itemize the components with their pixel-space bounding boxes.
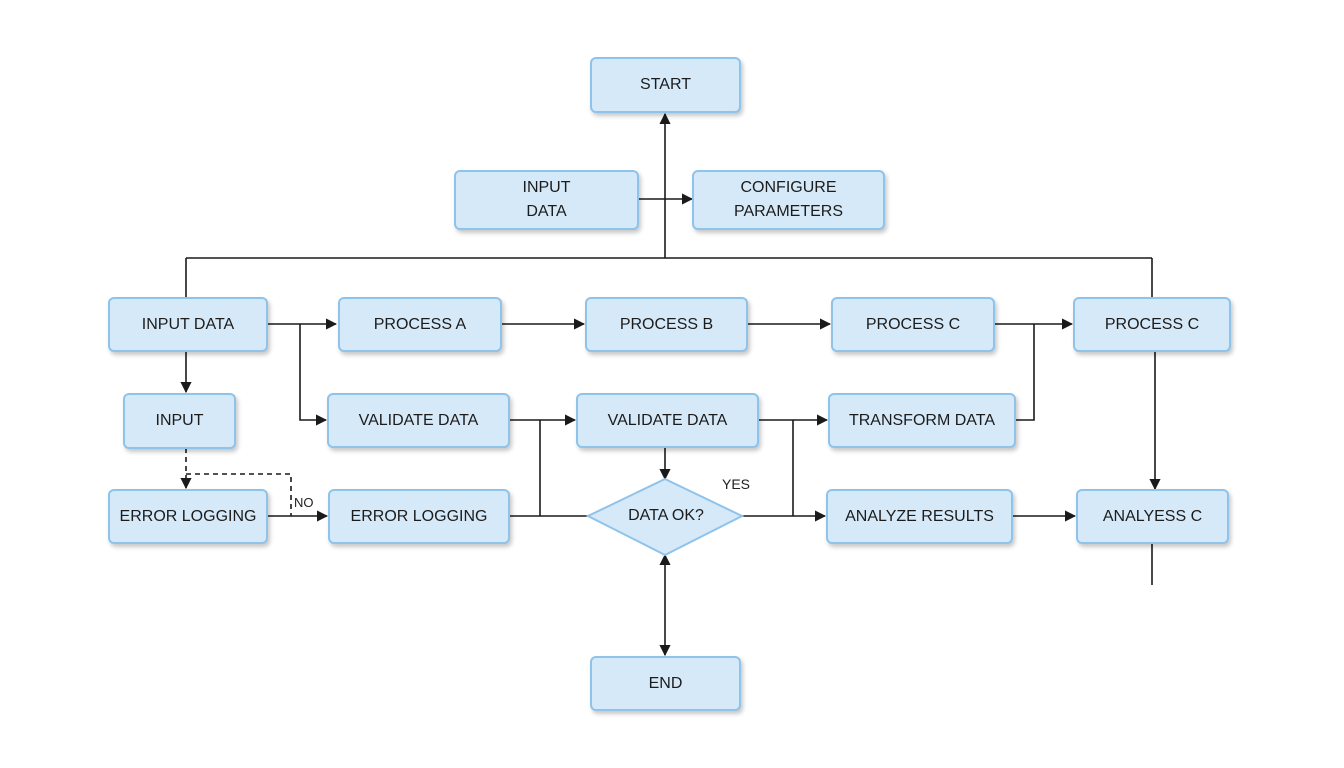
edge-label-no: NO — [294, 495, 314, 510]
node-error-logging-2: ERROR LOGGING — [328, 489, 510, 544]
edge-transform-to-process-c — [1016, 324, 1035, 421]
node-input-data-top: INPUT DATA — [454, 170, 639, 230]
edge-label-yes: YES — [722, 476, 751, 492]
node-process-a: PROCESS A — [338, 297, 502, 352]
node-process-c-2: PROCESS C — [1073, 297, 1231, 352]
node-process-c-1: PROCESS C — [831, 297, 995, 352]
node-input: INPUT — [123, 393, 236, 449]
node-validate-data-1: VALIDATE DATA — [327, 393, 510, 448]
node-validate-data-2: VALIDATE DATA — [576, 393, 759, 448]
node-transform-data: TRANSFORM DATA — [828, 393, 1016, 448]
node-process-b: PROCESS B — [585, 297, 748, 352]
node-analyess-c: ANALYESS C — [1076, 489, 1229, 544]
node-decision-label: DATA OK? — [628, 507, 704, 524]
node-input-data-left: INPUT DATA — [108, 297, 268, 352]
edge-input-to-validate — [299, 324, 328, 426]
node-end: END — [590, 656, 741, 711]
node-analyze-results: ANALYZE RESULTS — [826, 489, 1013, 544]
decision-diamond — [585, 477, 745, 557]
node-error-logging-1: ERROR LOGGING — [108, 489, 268, 544]
node-start: START — [590, 57, 741, 113]
node-configure-parameters: CONFIGURE PARAMETERS — [692, 170, 885, 230]
